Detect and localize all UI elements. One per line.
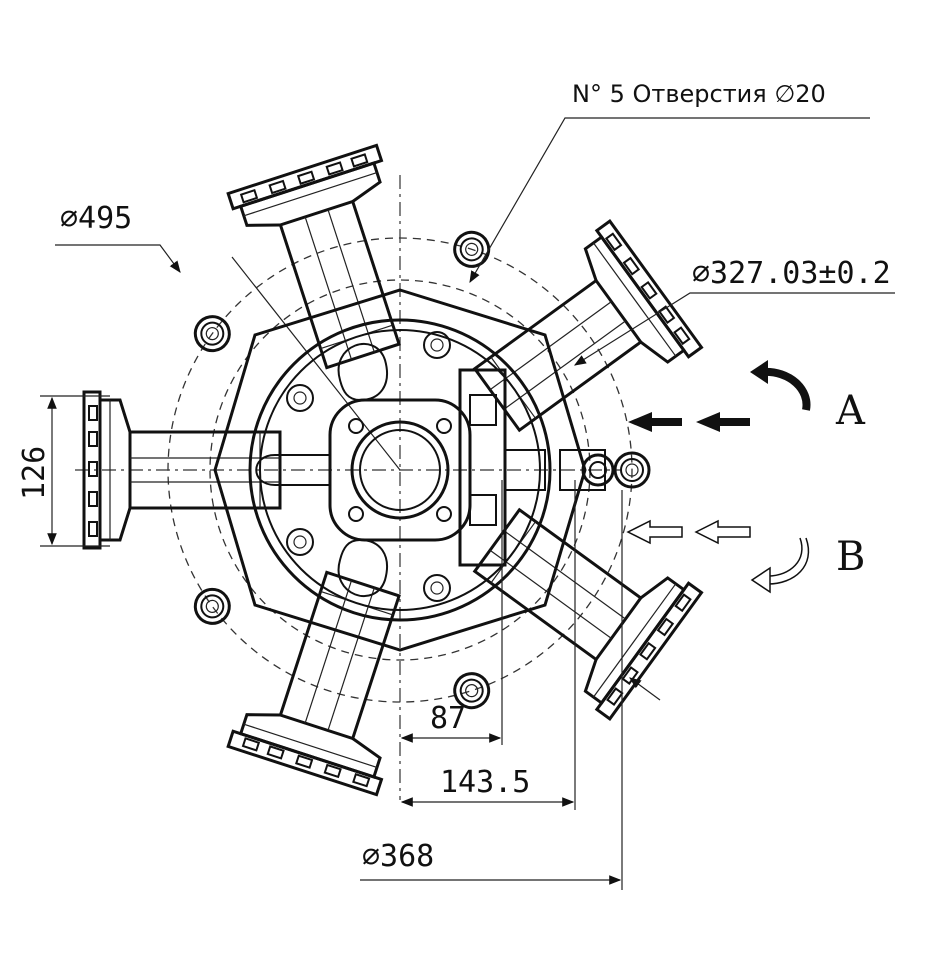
- dim-495: ∅495: [55, 201, 181, 273]
- dim-126-label: 126: [17, 446, 52, 500]
- dim-87: 87: [400, 480, 503, 745]
- cylinder-upper-right: [449, 219, 703, 465]
- inner-bolts: [286, 331, 451, 602]
- shaft-flange: [328, 398, 472, 542]
- kidney-ports: [255, 342, 388, 598]
- dim-87-label: 87: [430, 701, 466, 736]
- port-b-label: B: [836, 534, 865, 580]
- hole-note-label: N° 5 Отверстия ∅20: [572, 80, 826, 108]
- valve-block: [458, 368, 615, 567]
- housing: [213, 288, 587, 652]
- port-b-indicator: B: [626, 519, 865, 594]
- port-a-indicator: A: [628, 360, 866, 434]
- flange-leader: [629, 677, 661, 701]
- port-a-label: A: [835, 388, 866, 434]
- dim-143-label: 143.5: [440, 765, 530, 800]
- cylinder-bottom: [226, 558, 439, 797]
- dim-495-label: ∅495: [60, 201, 132, 236]
- dim-327: ∅327.03±0.2: [573, 256, 895, 366]
- dim-126: 126: [17, 395, 110, 547]
- cylinder-top: [226, 143, 439, 382]
- dim-143: 143.5: [400, 480, 576, 810]
- dim-368: ∅368: [360, 490, 623, 890]
- hole-note: N° 5 Отверстия ∅20: [469, 80, 870, 284]
- dim-368-label: ∅368: [362, 839, 434, 874]
- cylinder-lower-right: [449, 475, 703, 721]
- dim-327-label: ∅327.03±0.2: [692, 256, 891, 291]
